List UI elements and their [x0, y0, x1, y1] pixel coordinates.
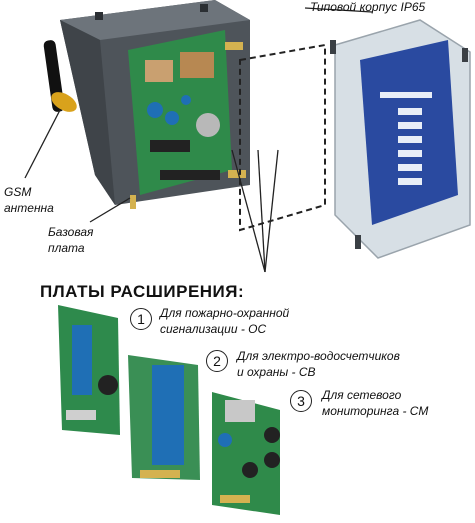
expansion-number-3: 3	[290, 390, 312, 412]
expansion-2-line1: Для электро-водосчетчиков	[237, 349, 400, 363]
expansion-3-line1: Для сетевого	[322, 388, 402, 402]
housing-lid	[330, 19, 471, 259]
expansion-number-1: 1	[130, 308, 152, 330]
gsm-label-line1: GSM	[4, 185, 32, 199]
gsm-antenna	[43, 40, 77, 112]
housing-label: Типовой корпус IP65	[310, 0, 426, 14]
pointer-lines	[24, 7, 373, 273]
base-board-label-line2: плата	[48, 241, 85, 255]
expansion-heading: ПЛАТЫ РАСШИРЕНИЯ:	[40, 282, 245, 301]
expansion-slot-outline	[239, 43, 326, 232]
expansion-1-line1: Для пожарно-охранной	[160, 306, 290, 320]
base-board	[128, 30, 246, 209]
gsm-label-line2: антенна	[4, 201, 54, 215]
expansion-number-2: 2	[206, 350, 228, 372]
expansion-3-line2: мониторинга - СМ	[322, 404, 429, 418]
expansion-1-line2: сигнализации - ОС	[160, 322, 267, 336]
expansion-2-line2: и охраны - СВ	[237, 365, 316, 379]
expansion-board-oc	[58, 305, 120, 435]
base-board-label-line1: Базовая	[48, 225, 94, 239]
expansion-board-sv	[128, 355, 200, 480]
expansion-board-sm	[212, 392, 280, 515]
